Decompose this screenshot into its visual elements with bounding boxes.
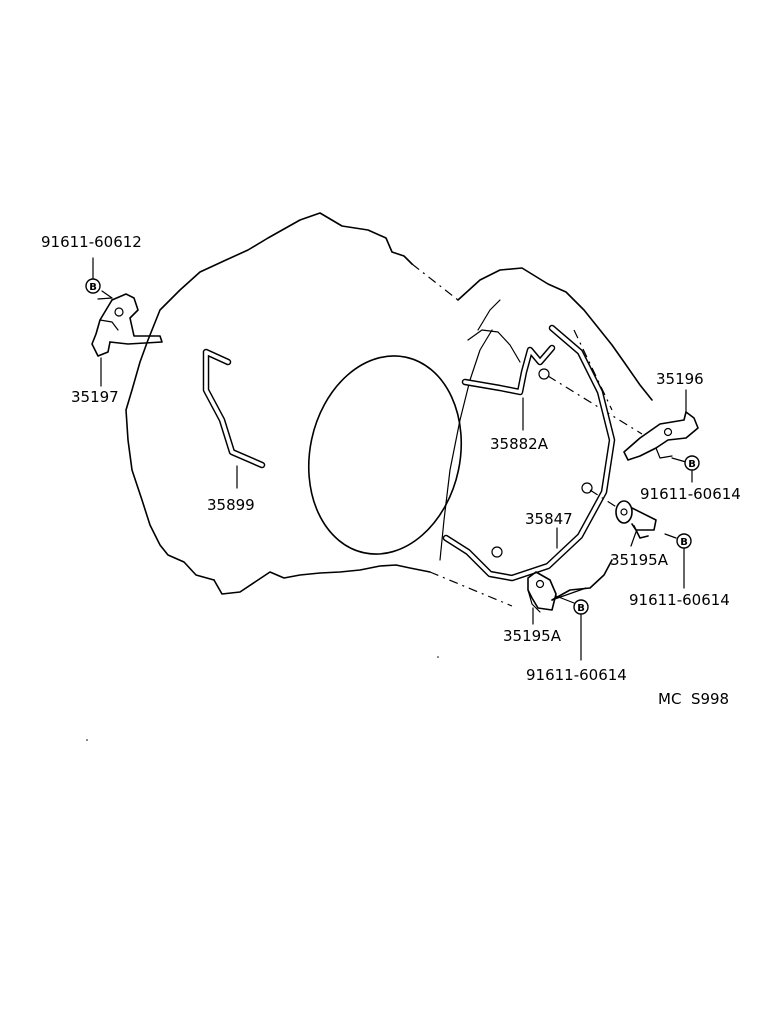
bolt-marker-letter: B <box>577 603 585 614</box>
label-bolt-right-lower: 91611-60614 <box>629 591 730 609</box>
bolt-marker-right-lower: B <box>676 533 692 549</box>
leader-lines <box>92 257 693 661</box>
diagram-code: MC S998 <box>658 690 729 708</box>
bolt-marker-letter: B <box>688 459 696 470</box>
bolt-marker-letter: B <box>680 537 688 548</box>
bracket-35197 <box>91 293 163 357</box>
label-bracket-left: 35197 <box>71 388 119 406</box>
transmission-housing <box>125 212 653 607</box>
bolt-marker-top-left: B <box>85 278 101 294</box>
label-bolt-top-left: 91611-60612 <box>41 233 142 251</box>
label-bolt-right-upper: 91611-60614 <box>640 485 741 503</box>
bolt-marker-bottom: B <box>573 599 589 615</box>
label-clamp-bottom: 35195A <box>503 627 562 645</box>
label-bracket-right: 35196 <box>656 370 704 388</box>
speck <box>437 656 439 658</box>
pipe-35899 <box>202 348 266 469</box>
bolt-marker-right-upper: B <box>684 455 700 471</box>
clamp-35195a-right <box>615 500 657 539</box>
label-pipe-right: 35847 <box>525 510 573 528</box>
pipe-35847 <box>442 324 619 582</box>
label-pipe-center: 35882A <box>490 435 549 453</box>
speck <box>86 739 88 741</box>
clamp-35195a-bottom <box>527 571 557 613</box>
label-pipe-left: 35899 <box>207 496 255 514</box>
label-bolt-bottom: 91611-60614 <box>526 666 627 684</box>
bolt-marker-letter: B <box>89 282 97 293</box>
pipe-35882a <box>461 329 643 435</box>
bracket-35196 <box>623 411 699 461</box>
label-clamp-right: 35195A <box>610 551 669 569</box>
